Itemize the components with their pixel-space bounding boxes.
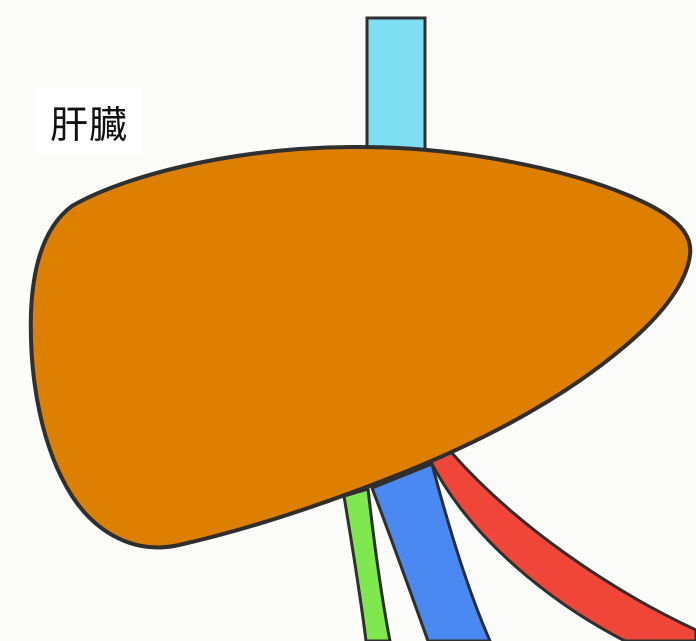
liver-shape — [31, 147, 690, 547]
upper-vessel — [367, 18, 425, 162]
organ-label: 肝臓 — [36, 88, 142, 154]
organ-label-text: 肝臓 — [50, 94, 128, 149]
